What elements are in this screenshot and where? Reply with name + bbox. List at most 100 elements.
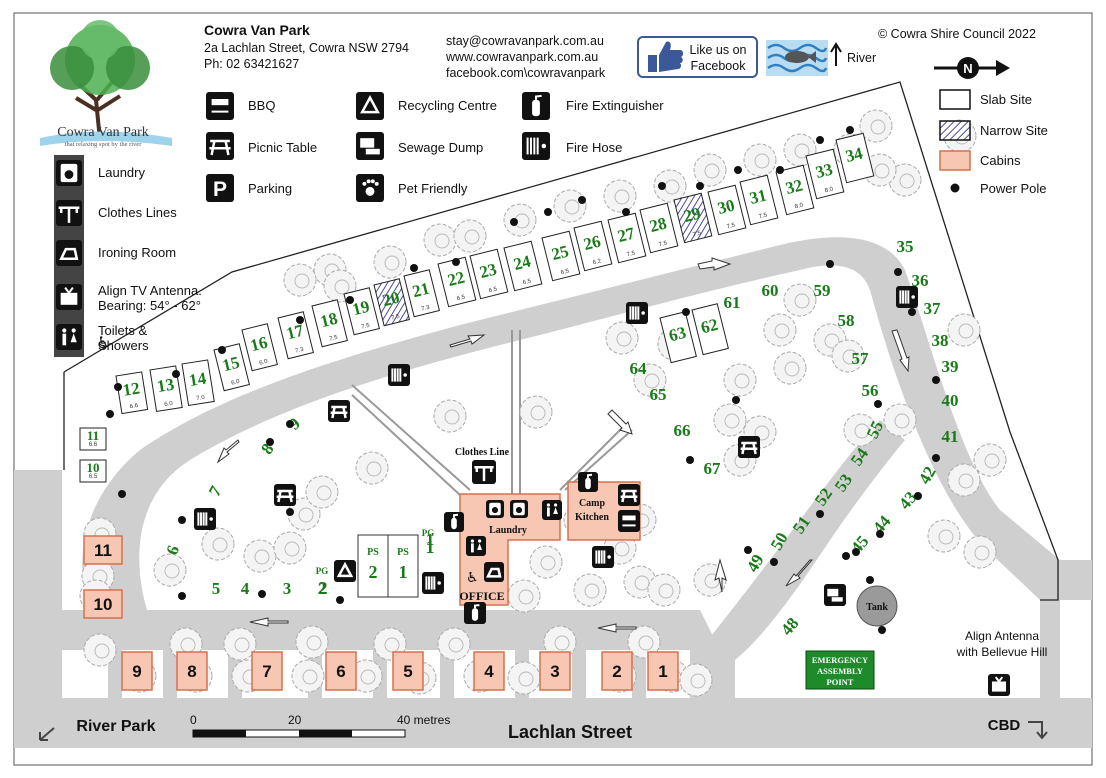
contact-facebook[interactable]: facebook.com\cowravanpark (446, 66, 606, 80)
fire-extinguisher-icon (578, 472, 598, 492)
river-arrow-icon (830, 42, 842, 66)
grass-site-67: 67 (704, 459, 722, 478)
tree-icon (723, 363, 757, 397)
fire-hose-icon (592, 546, 614, 568)
power-pole (686, 456, 694, 464)
tree-icon (627, 625, 661, 659)
site-length: 7.3 (421, 305, 431, 313)
tree-icon (423, 223, 457, 257)
svg-text:P: P (213, 178, 227, 201)
fire-hose-icon (422, 572, 444, 594)
scale-tick-20: 20 (288, 713, 302, 727)
power-pole (218, 346, 226, 354)
power-pole (874, 400, 882, 408)
slab-site-10: 106.5 (79, 459, 107, 483)
tree-icon (679, 663, 713, 697)
ps-2-number: 2 (369, 562, 378, 582)
power-pole (878, 626, 886, 634)
slab-site-32: 328.0 (775, 164, 815, 216)
tree-icon (783, 283, 817, 317)
contact-website[interactable]: www.cowravanpark.com.au (445, 50, 598, 64)
tree-icon (713, 403, 747, 437)
scale-bar: 0 20 40 metres (190, 713, 450, 738)
site-number: 24 (512, 251, 534, 274)
power-pole (894, 268, 902, 276)
sewage-dump-legend-label: Sewage Dump (398, 140, 483, 155)
grass-site-3: 3 (283, 579, 292, 598)
recycling-icon (334, 560, 356, 582)
power-pole (114, 383, 122, 391)
power-pole (682, 308, 690, 316)
sewage-dump-icon (824, 584, 846, 606)
site-number: 11 (87, 428, 99, 443)
tree-icon (883, 403, 917, 437)
slab-site-20: 207.5 (373, 278, 410, 327)
slab-site-24: 246.5 (503, 240, 543, 292)
power-pole (842, 552, 850, 560)
cabin-number: 3 (550, 662, 559, 681)
site-number: 28 (648, 213, 669, 236)
tree-icon (349, 659, 383, 693)
tree-icon (295, 625, 329, 659)
grass-site-2: 2 (318, 579, 327, 598)
cabins-label: Cabins (980, 153, 1021, 168)
picnic-table-icon (738, 436, 760, 458)
contact-email[interactable]: stay@cowravanpark.com.au (446, 34, 604, 48)
park-boundary (63, 81, 1059, 601)
site-number: 26 (582, 231, 603, 254)
tree-icon (888, 163, 922, 197)
fire-extinguisher-legend-label: Fire Extinguisher (566, 98, 664, 113)
map-icons: ♿ (194, 286, 1010, 696)
fire-extinguisher-icon (464, 602, 486, 624)
grass-site-58: 58 (838, 311, 855, 330)
site-length: 7.0 (196, 395, 206, 402)
narrow-site-swatch (939, 120, 971, 141)
site-number: 22 (446, 267, 467, 290)
picnic-table-icon (206, 132, 234, 160)
power-pole (866, 576, 874, 584)
power-pole (852, 548, 860, 556)
power-pole (178, 592, 186, 600)
site-length: 6.6 (129, 403, 139, 410)
slab-site-18: 187.5 (311, 299, 348, 348)
power-pole (266, 438, 274, 446)
cabin-2: 2 (601, 651, 633, 691)
site-length: 7.5 (658, 240, 668, 248)
ironing-room-icon (484, 562, 504, 582)
slab-site-25: 256.5 (541, 230, 581, 282)
tree-icon (529, 545, 563, 579)
tree-icon (283, 263, 317, 297)
tree-icon (947, 313, 981, 347)
river-icon (766, 40, 828, 76)
bbq-legend-label: BBQ (248, 98, 275, 113)
facebook-badge-line-1: Like us on (690, 43, 747, 57)
site-number: 18 (318, 309, 339, 332)
tree-icon (305, 475, 339, 509)
camp-kitchen-label-2: Kitchen (575, 512, 609, 523)
ps-1-label: PS (397, 547, 409, 558)
clothes-lines-icon (56, 200, 82, 226)
tv-antenna-icon (56, 284, 82, 310)
slab-site-26: 266.2 (573, 220, 613, 272)
power-pole (286, 420, 294, 428)
clothes-lines-icon (472, 460, 496, 484)
tree-icon (433, 399, 467, 433)
grass-site-35: 35 (897, 237, 914, 256)
pg-2-label: PG (316, 566, 329, 576)
copyright: © Cowra Shire Council 2022 (878, 27, 1036, 41)
slab-site-21: 217.3 (403, 269, 440, 318)
power-pole (932, 454, 940, 462)
site-length: 7.5 (726, 222, 736, 230)
picnic-table-legend-label: Picnic Table (248, 140, 317, 155)
facebook-like-badge[interactable]: Like us on Facebook (637, 36, 758, 78)
wheelchair-icon: ♿ (96, 333, 110, 352)
power-pole (776, 166, 784, 174)
grass-site-41: 41 (942, 427, 959, 446)
grass-site-1: 1 (426, 530, 435, 549)
park-address: 2a Lachlan Street, Cowra NSW 2794 (204, 41, 409, 55)
site-number: 33 (814, 159, 835, 182)
site-length: 6.0 (164, 401, 174, 408)
tree-icon (83, 633, 117, 667)
recycling-icon (356, 92, 384, 120)
emergency-line-1: EMERGENCY (812, 655, 868, 665)
